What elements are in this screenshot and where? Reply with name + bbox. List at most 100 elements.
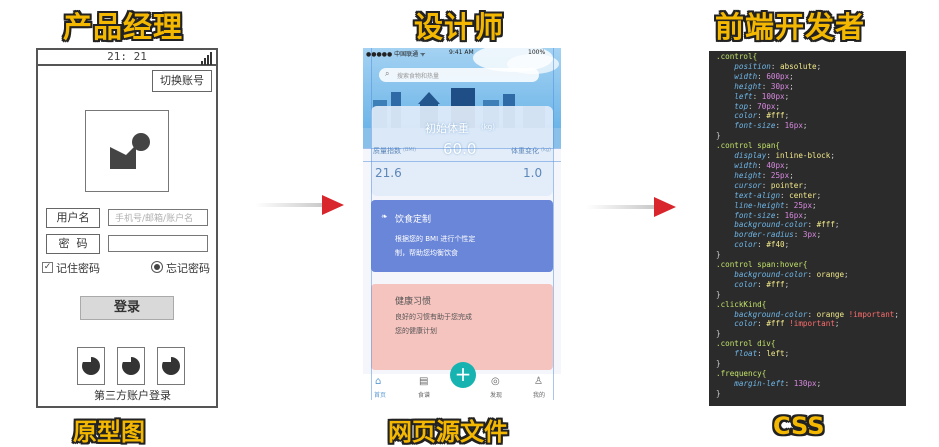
username-input[interactable]: 手机号/邮箱/账户名 (108, 209, 208, 226)
code-line: display: inline-block; (716, 151, 906, 161)
image-placeholder-icon (85, 110, 169, 192)
code-token: .frequency{ (716, 369, 767, 378)
weight-change-value: 1.0 (523, 166, 543, 180)
code-token (716, 191, 734, 200)
code-line: font-size: 16px; (716, 121, 906, 131)
code-token: : (775, 210, 785, 220)
login-button[interactable]: 登录 (80, 296, 174, 320)
recipe-icon[interactable]: ▤ (419, 376, 429, 387)
code-token: height (734, 170, 762, 180)
password-label: 密 码 (46, 234, 100, 254)
tab-discover[interactable]: 发现 (490, 392, 503, 399)
add-button[interactable]: + (450, 362, 476, 388)
search-input[interactable]: ⌕ 搜索食物和热量 (379, 68, 539, 82)
arrow-2-head (654, 197, 676, 217)
forgot-radio[interactable] (151, 261, 163, 273)
discover-icon[interactable]: ◎ (491, 376, 500, 387)
code-token: border-radius (734, 230, 794, 240)
code-line: position: absolute; (716, 62, 906, 72)
code-token: 3px (802, 230, 817, 240)
code-token: font-size (734, 121, 776, 131)
code-token: : (757, 111, 767, 121)
code-token: ; (789, 81, 794, 91)
code-token: : (807, 269, 817, 279)
wireframe-status-bar: 21: 21 (38, 50, 216, 66)
code-token: ; (784, 349, 790, 359)
code-token: cursor (734, 180, 762, 190)
weight-value: 60.0 (443, 140, 477, 158)
code-line: cursor: pointer; (716, 181, 906, 191)
code-token: ; (816, 61, 822, 71)
code-token: font-size (734, 210, 776, 220)
remember-checkbox[interactable]: ✓ (42, 262, 53, 273)
diet-custom-card[interactable]: ❧ 饮食定制 根据您的 BMI 进行个性定 制，帮助您均衡饮食 (371, 200, 553, 272)
code-token: ; (802, 121, 808, 131)
code-token (716, 72, 734, 81)
code-token: ; (816, 378, 822, 388)
home-icon[interactable]: ⌂ (375, 376, 382, 387)
code-token (716, 220, 734, 229)
diet-custom-title: 饮食定制 (395, 215, 432, 225)
code-line: } (716, 250, 906, 260)
code-token (716, 280, 734, 289)
code-line: border-radius: 3px; (716, 230, 906, 240)
password-input[interactable] (108, 235, 208, 252)
code-line: width: 600px; (716, 72, 906, 82)
code-line: line-height: 25px; (716, 201, 906, 211)
healthy-habit-card[interactable]: 健康习惯 良好的习惯有助于您完成 您的健康计划 (371, 284, 553, 370)
code-token: } (716, 131, 721, 141)
tab-recipes[interactable]: 食谱 (418, 392, 431, 399)
code-token: ; (834, 319, 840, 329)
code-token: } (716, 359, 721, 369)
code-token: : (761, 180, 771, 190)
code-token: 25px (770, 170, 790, 180)
code-token: : (766, 151, 776, 161)
code-line: .clickKind{ (716, 300, 906, 310)
healthy-habit-line1: 良好的习惯有助于您完成 (395, 313, 472, 321)
weight-change-label: 体重变化 (511, 147, 539, 155)
leaf-icon: ❧ (381, 212, 388, 221)
bmi-unit: (BMI) (403, 147, 417, 153)
code-token (716, 92, 734, 101)
code-line: .control span:hover{ (716, 260, 906, 270)
arrow-1-shaft (255, 203, 325, 207)
arrow-2-shaft (586, 205, 656, 209)
code-token: #fff (766, 111, 785, 121)
code-token: position (734, 61, 771, 71)
caption-prototype: 原型图 (73, 418, 145, 446)
code-token (716, 102, 734, 111)
code-token: #fff (816, 220, 835, 230)
code-token: ; (784, 279, 790, 289)
code-token: : (757, 160, 767, 170)
title-frontend-developer: 前端开发者 (715, 10, 866, 44)
code-line: height: 30px; (716, 82, 906, 92)
third-party-icon-3[interactable] (157, 347, 185, 385)
healthy-habit-title: 健康习惯 (395, 297, 432, 307)
forgot-password-link[interactable]: 忘记密码 (166, 262, 210, 275)
code-token: height (734, 81, 762, 91)
caption-source-file: 网页源文件 (388, 418, 508, 446)
profile-icon[interactable]: ♙ (534, 376, 543, 387)
tab-home[interactable]: 首页 (374, 392, 387, 399)
code-token: 25px (793, 200, 813, 210)
code-token (716, 379, 734, 388)
code-line: background-color: orange; (716, 270, 906, 280)
third-party-icon-2[interactable] (117, 347, 145, 385)
code-token: : (748, 101, 758, 111)
code-token: ; (784, 160, 790, 170)
code-token: line-height (734, 200, 785, 210)
healthy-habit-line2: 您的健康计划 (395, 327, 437, 335)
code-line: color: #fff; (716, 111, 906, 121)
code-token: color (734, 111, 758, 121)
switch-account-button[interactable]: 切换账号 (152, 70, 212, 92)
code-token: : (784, 378, 794, 388)
code-line: margin-left: 130px; (716, 379, 906, 389)
third-party-icon-1[interactable] (77, 347, 105, 385)
code-token: 100px (761, 91, 785, 101)
code-token: #fff (766, 319, 790, 329)
code-token: pointer (770, 180, 803, 190)
code-line: top: 70px; (716, 102, 906, 112)
arrow-1-head (322, 195, 344, 215)
tab-profile[interactable]: 我的 (533, 392, 546, 399)
code-token: } (716, 289, 721, 299)
